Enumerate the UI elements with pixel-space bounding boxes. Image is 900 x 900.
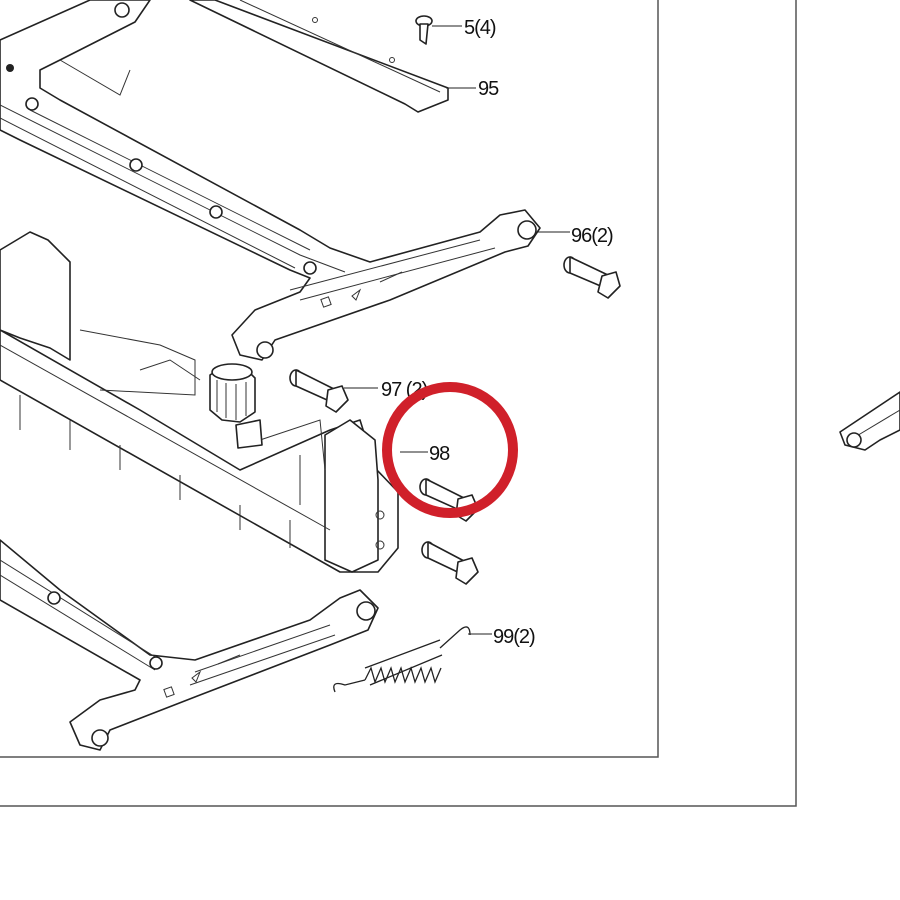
base-bracket — [0, 231, 399, 573]
rail-part-95 — [189, 0, 449, 113]
upper-frame — [0, 0, 541, 361]
callout-5: 5(4) — [464, 17, 496, 39]
lower-frame — [0, 539, 379, 751]
highlight-circle — [382, 382, 518, 518]
callout-96: 96(2) — [571, 225, 613, 247]
screw-part-5 — [415, 15, 433, 45]
callout-95: 95 — [478, 78, 499, 100]
spring-part-99 — [333, 626, 471, 693]
callout-99: 99(2) — [493, 626, 535, 648]
callout-98: 98 — [429, 443, 450, 465]
outer-frame — [0, 0, 797, 807]
pin-part-97 — [289, 369, 349, 413]
pin-part-96 — [563, 256, 621, 299]
side-bracket-partial — [839, 391, 900, 451]
pin-part-98b — [421, 541, 479, 585]
inner-frame — [0, 0, 659, 758]
